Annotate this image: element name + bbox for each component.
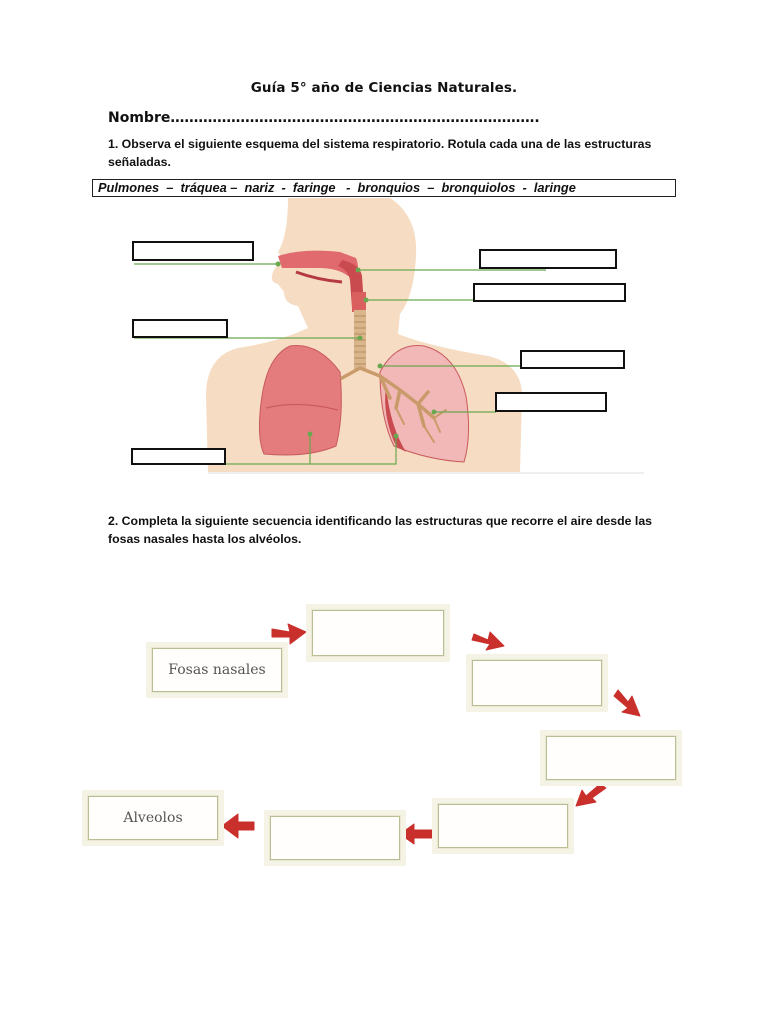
label-box-bronchi — [520, 350, 625, 369]
larynx — [352, 292, 366, 312]
word-bank: Pulmones – tráquea – nariz - faringe - b… — [92, 179, 676, 197]
arrow-5 — [399, 823, 435, 845]
question-2-text: 2. Completa la siguiente secuencia ident… — [108, 514, 653, 546]
sequence-step-5-box[interactable] — [264, 810, 406, 866]
sequence-start-box: Fosas nasales — [146, 642, 288, 698]
sequence-step-2-input[interactable] — [472, 660, 602, 706]
sequence-start-label: Fosas nasales — [152, 648, 282, 692]
sequence-step-3-input[interactable] — [546, 736, 676, 780]
sequence-step-4-input[interactable] — [438, 804, 568, 848]
bronchi — [340, 366, 436, 428]
arrow-3 — [613, 689, 641, 717]
arrow-6 — [221, 813, 255, 839]
sequence-step-4-box[interactable] — [432, 798, 574, 854]
arrow-4 — [575, 783, 607, 807]
sequence-step-1-box[interactable] — [306, 604, 450, 662]
arrow-1 — [271, 623, 307, 645]
label-box-bronchioles — [495, 392, 607, 412]
label-box-nose — [132, 241, 254, 261]
label-box-larynx — [473, 283, 626, 302]
sequence-step-5-input[interactable] — [270, 816, 400, 860]
sequence-step-2-box[interactable] — [466, 654, 608, 712]
sequence-end-label: Alveolos — [88, 796, 218, 840]
page-title: Guía 5° año de Ciencias Naturales. — [250, 80, 518, 96]
left-lung — [258, 345, 342, 456]
sequence-step-1-input[interactable] — [312, 610, 444, 656]
sequence-end-box: Alveolos — [82, 790, 224, 846]
label-box-pharynx — [479, 249, 617, 269]
right-lung — [379, 345, 470, 463]
question-1-text: 1. Observa el siguiente esquema del sist… — [108, 137, 652, 169]
arrow-2 — [471, 631, 505, 651]
nasal-cavity — [278, 250, 358, 276]
name-field[interactable]: Nombre……………………………………………………………………. — [108, 110, 540, 126]
label-box-trachea — [132, 319, 228, 338]
label-box-lungs — [131, 448, 226, 465]
respiratory-system-diagram — [131, 198, 644, 474]
sequence-step-3-box[interactable] — [540, 730, 682, 786]
